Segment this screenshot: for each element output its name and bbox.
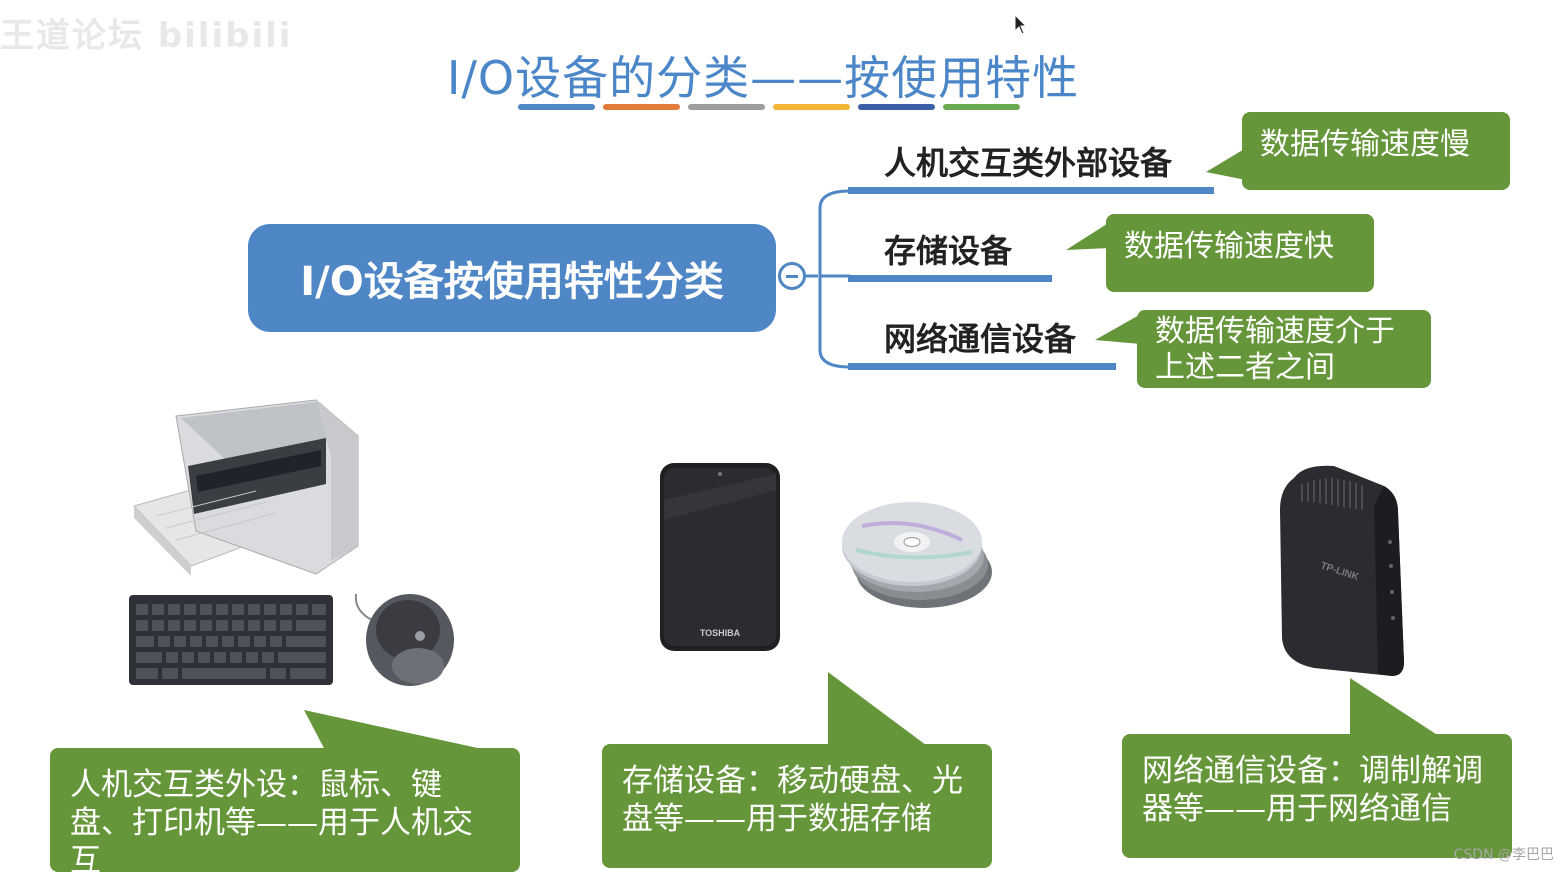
example-text: 人机交互类外设：鼠标、键盘、打印机等——用于人机交互	[70, 767, 473, 879]
title-bar	[943, 104, 1020, 110]
example-callout-network: 网络通信设备：调制解调器等——用于网络通信	[1122, 678, 1512, 858]
callout-pointer	[828, 672, 930, 748]
note-text: 数据传输速度快	[1124, 229, 1334, 264]
callout-pointer	[1066, 222, 1110, 250]
drive-brand-label: TOSHIBA	[700, 628, 741, 638]
printer-icon	[133, 399, 359, 576]
title-color-bars	[518, 104, 1020, 110]
branch-underline	[848, 363, 1116, 370]
branch-underline	[848, 187, 1214, 194]
callout-pointer	[1095, 314, 1141, 344]
branch-human-interaction[interactable]: 人机交互类外部设备	[884, 144, 1173, 182]
mindmap-connectors	[806, 189, 851, 369]
mindmap-root[interactable]: I/O设备按使用特性分类	[248, 224, 776, 332]
footer-watermark: CSDN @李巴巴	[1453, 847, 1554, 863]
branch-network[interactable]: 网络通信设备	[884, 320, 1077, 358]
mouse-cursor-icon	[1014, 14, 1028, 35]
title-bar	[518, 104, 595, 110]
watermark: 王道论坛 bilibili	[0, 16, 293, 56]
example-text: 网络通信设备：调制解调器等——用于网络通信	[1142, 753, 1483, 827]
callout-pointer	[1350, 678, 1442, 738]
example-text: 存储设备：移动硬盘、光盘等——用于数据存储	[622, 763, 963, 837]
example-callout-human-interaction: 人机交互类外设：鼠标、键盘、打印机等——用于人机交互	[50, 710, 520, 879]
keyboard-icon	[129, 595, 333, 685]
title-bar	[688, 104, 765, 110]
note-callout-fast: 数据传输速度快	[1066, 214, 1374, 292]
external-hard-drive-icon: TOSHIBA	[660, 463, 780, 651]
branch-storage[interactable]: 存储设备	[884, 232, 1013, 270]
title-bar	[858, 104, 935, 110]
example-callout-storage: 存储设备：移动硬盘、光盘等——用于数据存储	[602, 672, 992, 868]
branch-underline	[848, 275, 1052, 282]
collapse-node-icon[interactable]	[778, 262, 806, 290]
title-bar	[603, 104, 680, 110]
callout-pointer	[304, 710, 496, 752]
mouse-icon	[354, 593, 454, 686]
callout-pointer	[1206, 148, 1246, 180]
optical-discs-icon	[842, 502, 992, 608]
modem-icon: TP-LINK	[1280, 465, 1404, 676]
note-text: 数据传输速度慢	[1260, 127, 1470, 162]
note-callout-medium: 数据传输速度介于上述二者之间	[1095, 310, 1431, 388]
note-text: 数据传输速度介于上述二者之间	[1155, 314, 1395, 385]
slide-title: I/O设备的分类——按使用特性	[446, 51, 1080, 105]
title-bar	[773, 104, 850, 110]
note-callout-slow: 数据传输速度慢	[1206, 112, 1510, 190]
